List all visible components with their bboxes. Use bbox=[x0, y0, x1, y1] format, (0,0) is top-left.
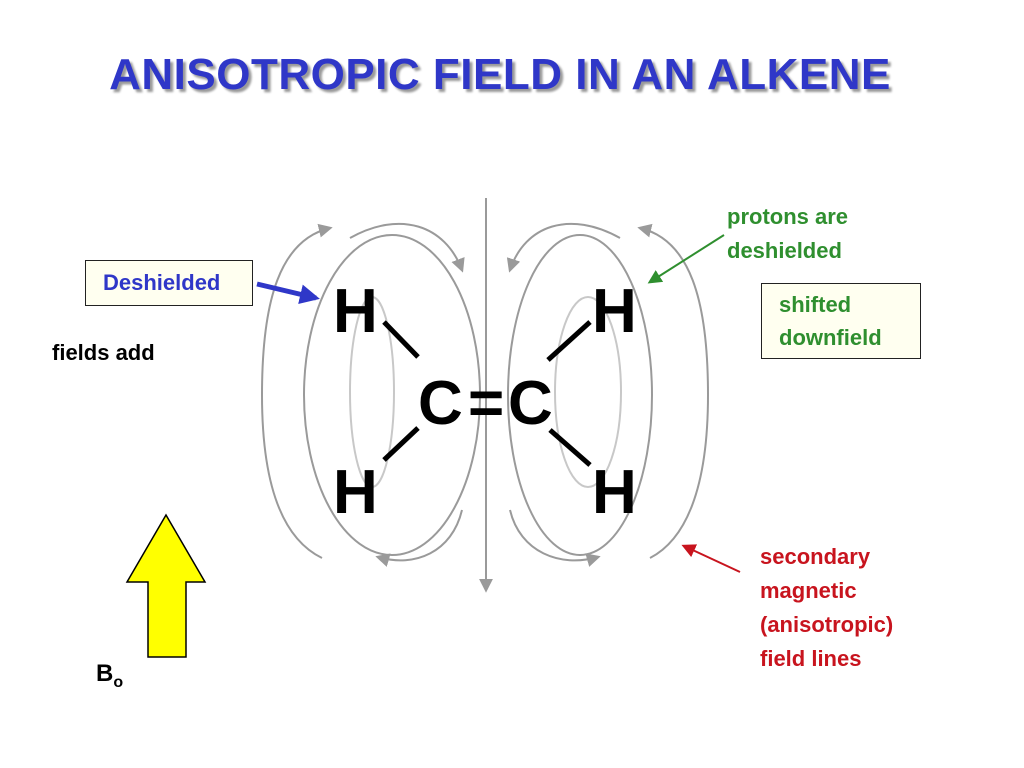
right-upper-field-arc bbox=[506, 222, 621, 273]
protons-line-1: protons are bbox=[727, 204, 849, 229]
secondary-line-4: field lines bbox=[760, 646, 862, 671]
double-bond: = bbox=[468, 369, 504, 438]
page-title: ANISOTROPIC FIELD IN AN ALKENE bbox=[109, 50, 891, 99]
protons-pointer-arrow bbox=[647, 234, 725, 284]
applied-field-symbol: B bbox=[96, 660, 114, 687]
bond-top-left bbox=[382, 320, 420, 359]
bond-bottom-right bbox=[548, 428, 592, 467]
protons-line-2: deshielded bbox=[727, 238, 842, 263]
left-upper-field-arc bbox=[349, 222, 465, 273]
hydrogen-top-left: H bbox=[333, 277, 378, 346]
left-middle-field-loop bbox=[303, 234, 481, 556]
right-outer-field-line bbox=[637, 223, 710, 559]
hydrogen-bottom-left: H bbox=[333, 458, 378, 527]
secondary-line-1: secondary bbox=[760, 544, 871, 569]
right-inner-field-loop bbox=[554, 296, 622, 488]
left-outer-field-line bbox=[260, 223, 333, 559]
shifted-line-1: shifted bbox=[779, 292, 852, 317]
fields-add-label: fields add bbox=[52, 340, 155, 365]
applied-field-subscript: o bbox=[113, 673, 124, 691]
deshielded-label: Deshielded bbox=[103, 270, 221, 295]
bond-top-right bbox=[546, 320, 592, 362]
hydrogen-bottom-right: H bbox=[592, 458, 637, 527]
shifted-downfield-box: shifted downfield bbox=[761, 283, 921, 359]
secondary-pointer-arrow bbox=[681, 544, 741, 573]
applied-field-label: Bo bbox=[96, 660, 123, 692]
carbon-right: C bbox=[508, 369, 553, 438]
secondary-line-3: (anisotropic) bbox=[760, 612, 894, 637]
secondary-field-text: secondary magnetic (anisotropic) field l… bbox=[760, 540, 893, 676]
hydrogen-top-right: H bbox=[592, 277, 637, 346]
left-lower-field-arc bbox=[375, 509, 463, 567]
bond-bottom-left bbox=[382, 426, 420, 462]
right-middle-field-loop bbox=[507, 234, 653, 556]
deshielded-label-box: Deshielded bbox=[85, 260, 253, 306]
shifted-line-2: downfield bbox=[779, 325, 882, 350]
left-inner-field-loop bbox=[349, 296, 395, 488]
protons-deshielded-text: protons are deshielded bbox=[727, 200, 848, 268]
carbon-left: C bbox=[418, 369, 463, 438]
arrow-up-icon bbox=[125, 513, 207, 658]
deshielded-pointer-arrow bbox=[256, 281, 320, 305]
right-lower-field-arc bbox=[509, 509, 601, 567]
secondary-line-2: magnetic bbox=[760, 578, 857, 603]
